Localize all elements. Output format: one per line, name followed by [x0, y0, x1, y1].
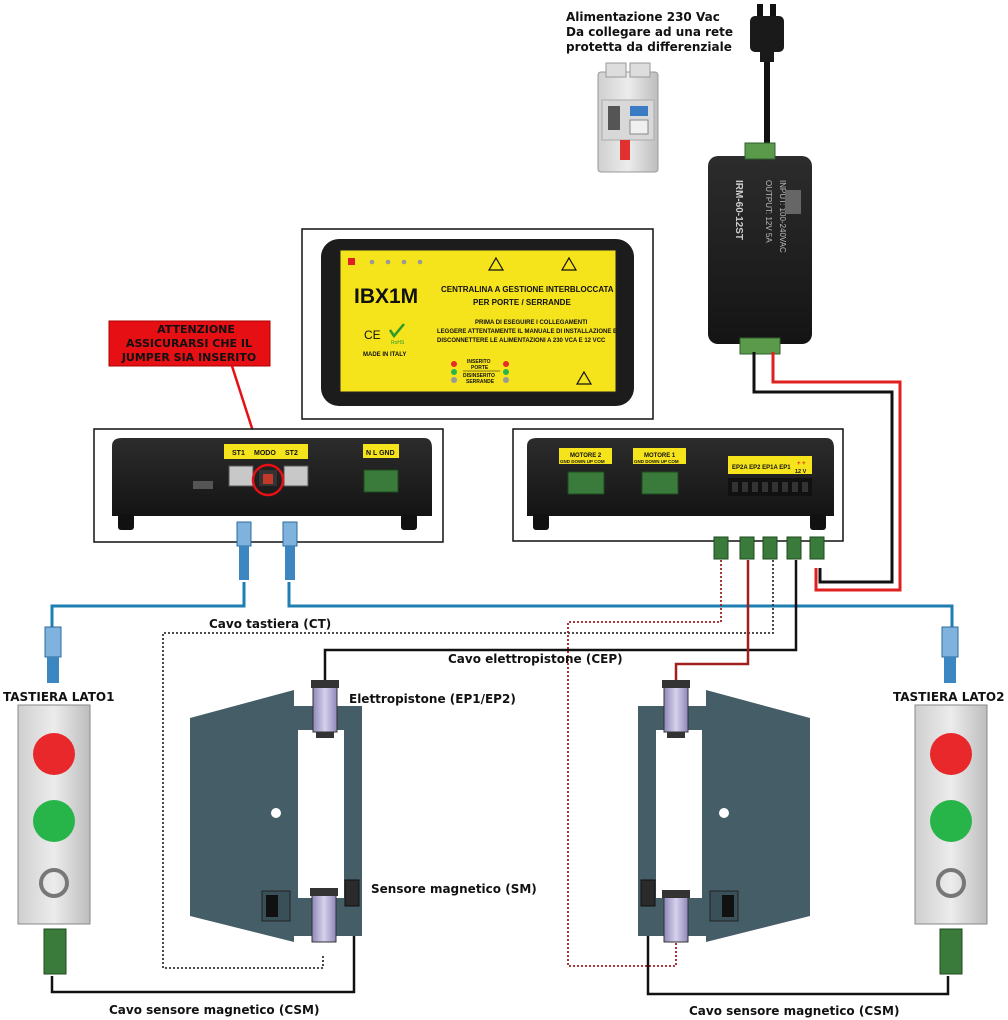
label-nlgnd: N L GND: [366, 450, 395, 457]
rohs-check-icon: [388, 323, 405, 339]
label-csm-right: Cavo sensore magnetico (CSM): [689, 1004, 899, 1018]
warning-icon: [560, 256, 578, 271]
label-csm-left: Cavo sensore magnetico (CSM): [109, 1003, 319, 1017]
breaker-icon: [597, 62, 659, 173]
psu-logo: [785, 190, 801, 214]
piston-left: [311, 680, 339, 738]
label-cavo-elettropistone: Cavo elettropistone (CEP): [448, 652, 623, 666]
keypad-left: [17, 626, 91, 975]
rj45-connectors: [236, 521, 298, 580]
attention-line1: ATTENZIONE: [157, 323, 235, 336]
attention-box: ATTENZIONE ASSICURARSI CHE IL JUMPER SIA…: [108, 320, 271, 479]
attention-line2: ASSICURARSI CHE IL: [126, 337, 252, 350]
ce-mark: CE: [364, 328, 381, 342]
power-note: Alimentazione 230 Vac Da collegare ad un…: [566, 10, 733, 54]
led-inserito: INSERITO: [467, 359, 491, 365]
ep-pins: EP2A EP2 EP1A EP1: [732, 465, 791, 471]
led-porte: PORTE: [471, 365, 489, 371]
controller-warn-2: LEGGERE ATTENTAMENTE IL MANUALE DI INSTA…: [437, 329, 617, 335]
button-ring-icon: [39, 868, 69, 898]
controller-title-1: CENTRALINA A GESTIONE INTERBLOCCATA: [441, 285, 614, 294]
led-serrande: SERRANDE: [466, 379, 495, 385]
controller-frame: [301, 228, 654, 420]
controller-warn-3: DISCONNETTERE LE ALIMENTAZIONI A 230 VCA…: [437, 338, 606, 344]
power-note-line1: Alimentazione 230 Vac: [566, 10, 720, 24]
cable-csm-right: [646, 906, 950, 996]
motor2-pins: GND DOWN UP COM: [560, 459, 605, 464]
psu-model: IRM-60-12ST: [733, 180, 744, 240]
cable-csm-left: [50, 912, 356, 994]
cable-cep: [323, 560, 798, 680]
jumper: [263, 474, 273, 484]
red-led-icon: [33, 733, 75, 775]
right-controller-panel: MOTORE 2 GND DOWN UP COM MOTORE 1 GND DO…: [512, 428, 844, 542]
psu-wires: [752, 352, 902, 592]
sensor-left: [310, 879, 360, 943]
green-led-icon: [33, 800, 75, 842]
led-disinserito: DISINSERITO: [463, 373, 495, 379]
cable-cep-right: [674, 560, 750, 684]
twelve-v-label: 12 V: [795, 469, 807, 475]
label-st2: ST2: [285, 450, 298, 457]
jumper-highlight: [251, 463, 285, 497]
label-tastiera-lato2: TASTIERA LATO2: [893, 690, 1004, 704]
label-tastiera-lato1: TASTIERA LATO1: [3, 690, 114, 704]
label-sensore-magnetico: Sensore magnetico (SM): [371, 882, 537, 896]
made-in-italy: MADE IN ITALY: [363, 352, 406, 358]
sensor-right: [640, 879, 690, 943]
controller-model: IBX1M: [354, 285, 418, 308]
cable-dotted-left: [162, 560, 774, 969]
label-st1: ST1: [232, 450, 245, 457]
label-cavo-tastiera: Cavo tastiera (CT): [209, 617, 331, 631]
controller-warn-1: PRIMA DI ESEGUIRE I COLLEGAMENTI: [475, 320, 588, 326]
power-note-line2: Da collegare ad una rete: [566, 25, 733, 39]
motor1-pins: GND DOWN UP COM: [634, 459, 679, 464]
keypad-right: [914, 626, 988, 975]
left-controller-panel: ST1 MODO ST2 N L GND: [93, 428, 444, 543]
label-motore2: MOTORE 2: [570, 453, 602, 459]
ep-terminal-plugs: [713, 536, 825, 560]
label-elettropistone: Elettropistone (EP1/EP2): [349, 692, 516, 706]
psu-output: OUTPUT: 12V 5A: [764, 180, 773, 243]
wall-plug-icon: [750, 4, 784, 144]
cable-tastiera: [50, 582, 954, 632]
label-modo: MODO: [254, 450, 276, 457]
power-supply: INPUT: 100-240VAC OUTPUT: 12V 5A IRM-60-…: [708, 142, 812, 355]
rohs-label: RoHS: [391, 340, 405, 346]
piston-right: [662, 680, 690, 738]
label-motore1: MOTORE 1: [644, 453, 676, 459]
controller-title-2: PER PORTE / SERRANDE: [473, 298, 571, 307]
controller-label: IBX1M CENTRALINA A GESTIONE INTERBLOCCAT…: [348, 256, 617, 385]
psu-input: INPUT: 100-240VAC: [778, 180, 787, 253]
attention-line3: JUMPER SIA INSERITO: [121, 351, 256, 364]
button-ring-icon: [936, 868, 966, 898]
power-note-line3: protetta da differenziale: [566, 40, 732, 54]
plus-label: + +: [797, 461, 806, 467]
warning-icon: [487, 256, 505, 271]
warning-icon: [575, 370, 593, 385]
red-led-icon: [930, 733, 972, 775]
green-led-icon: [930, 800, 972, 842]
